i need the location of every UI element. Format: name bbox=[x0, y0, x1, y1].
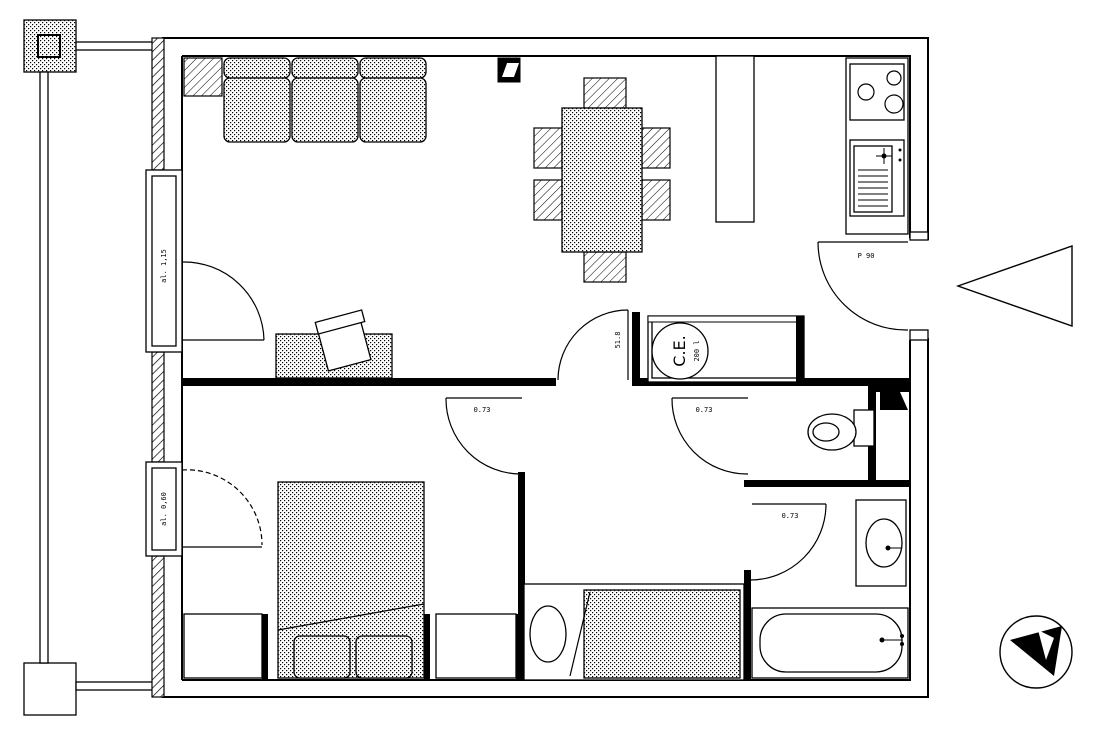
washbasin bbox=[855, 499, 907, 587]
water-heater-label: C.E. bbox=[670, 335, 689, 366]
balcony-rail-vertical bbox=[39, 71, 49, 664]
exterior-walls bbox=[151, 37, 929, 698]
toilet bbox=[807, 386, 910, 451]
window-bedroom-label: al. 0,60 bbox=[160, 492, 168, 526]
window-living-swing bbox=[181, 261, 265, 341]
door-living-hall: 51.8 bbox=[557, 309, 629, 381]
balcony-rail-bottom bbox=[75, 681, 155, 691]
nightstand-left bbox=[183, 613, 263, 679]
door-entrance-label: P 90 bbox=[858, 252, 875, 260]
water-heater: C.E. 200 l bbox=[647, 315, 805, 383]
kitchenette bbox=[845, 57, 909, 235]
side-table bbox=[183, 57, 223, 97]
balcony-rail-top bbox=[75, 41, 155, 51]
door-bedroom: 0.73 bbox=[445, 397, 523, 475]
door-entrance: P 90 bbox=[817, 241, 909, 331]
door-wc: 0.73 bbox=[671, 397, 749, 475]
desk bbox=[275, 309, 393, 379]
door-bedroom-label: 0.73 bbox=[474, 406, 491, 414]
balcony-post-bottom bbox=[23, 662, 77, 716]
wardrobe bbox=[523, 583, 745, 681]
entrance-arrow-icon bbox=[955, 245, 1073, 327]
water-heater-capacity: 200 l bbox=[693, 340, 701, 361]
door-wc-label: 0.73 bbox=[696, 406, 713, 414]
balcony bbox=[23, 19, 155, 716]
sofa bbox=[183, 57, 427, 143]
window-bedroom: al. 0,60 bbox=[145, 461, 183, 557]
window-bedroom-swing bbox=[181, 469, 263, 548]
kitchen-counter bbox=[715, 55, 755, 223]
dining-table bbox=[533, 77, 671, 283]
window-living-label: al. 1,15 bbox=[160, 249, 168, 283]
door-living-hall-label: 51.8 bbox=[614, 332, 622, 349]
north-arrow-icon bbox=[999, 615, 1073, 689]
balcony-post-top-inner bbox=[37, 34, 61, 58]
door-bathroom: 0.73 bbox=[749, 503, 827, 581]
door-bathroom-label: 0.73 bbox=[782, 512, 799, 520]
window-living: al. 1,15 bbox=[145, 169, 183, 353]
bathtub bbox=[751, 607, 909, 679]
bed bbox=[277, 481, 425, 679]
nightstand-right bbox=[435, 613, 517, 679]
